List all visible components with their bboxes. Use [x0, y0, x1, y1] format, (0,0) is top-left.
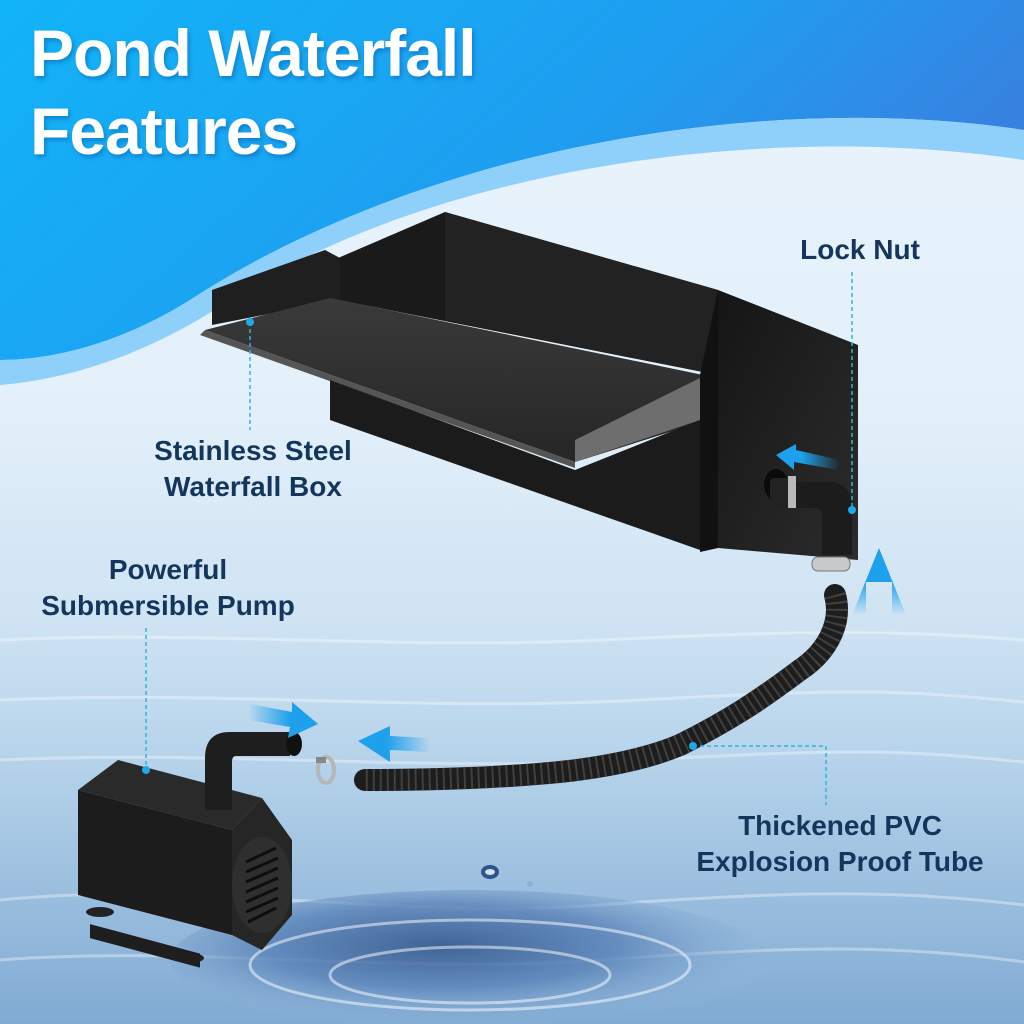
- title-line-2: Features: [30, 94, 298, 168]
- label-waterfall-box-line-2: Waterfall Box: [164, 471, 342, 502]
- arrow-into-pump: [248, 702, 318, 738]
- page-title: Pond Waterfall Features: [30, 14, 477, 170]
- label-tube-line-1: Thickened PVC: [738, 810, 942, 841]
- callout-dots: [142, 318, 856, 774]
- elbow-fitting: [770, 476, 852, 572]
- label-waterfall-box-line-1: Stainless Steel: [154, 435, 352, 466]
- arrow-up-to-elbow: [852, 548, 906, 615]
- label-pump-line-1: Powerful: [108, 554, 228, 585]
- waterfall-box: [200, 212, 858, 560]
- label-submersible-pump: Powerful Submersible Pump: [8, 552, 328, 624]
- water-splash: [170, 865, 770, 1024]
- label-lock-nut: Lock Nut: [800, 234, 920, 265]
- title-line-1: Pond Waterfall: [30, 16, 477, 90]
- arrow-into-box: [776, 444, 840, 470]
- clamp-screw: [316, 757, 326, 763]
- label-pvc-tube: Thickened PVC Explosion Proof Tube: [660, 808, 1020, 880]
- label-pump-line-2: Submersible Pump: [41, 590, 295, 621]
- callout-lines: [145, 272, 853, 805]
- pvc-tube: [354, 584, 848, 791]
- label-tube-line-2: Explosion Proof Tube: [696, 846, 984, 877]
- label-waterfall-box: Stainless Steel Waterfall Box: [118, 433, 388, 505]
- flow-arrows: [248, 444, 906, 762]
- arrow-from-tube: [358, 726, 430, 762]
- header-band: [0, 0, 1024, 385]
- submersible-pump: [78, 732, 302, 968]
